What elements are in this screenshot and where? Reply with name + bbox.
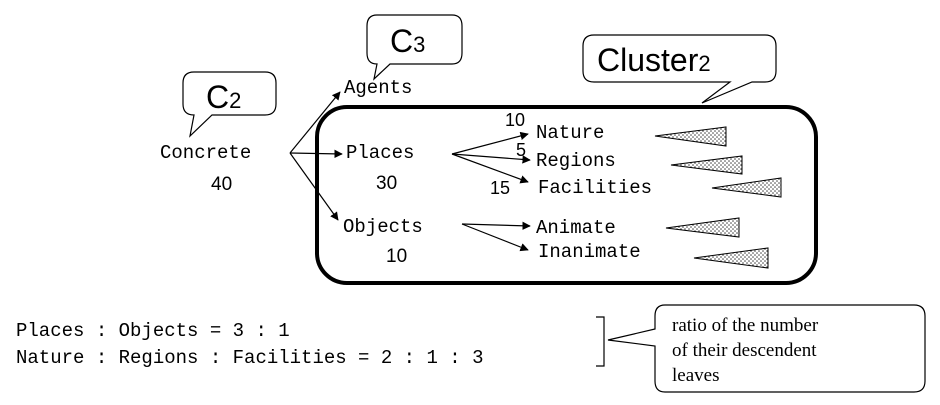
node-places-count: 30 [376,173,397,194]
wedge-animate [665,217,740,238]
leaf-animate: Animate [536,217,616,239]
svg-text:C3: C3 [390,23,425,59]
node-objects-count: 10 [386,246,407,267]
leaf-regions: Regions [536,150,616,172]
callout-c2: C2 [182,71,277,138]
ratio-bracket [596,316,605,367]
ratio-line-1: Places : Objects = 3 : 1 [16,320,290,342]
callout-cluster-main: Cluster [597,42,699,78]
edge-count-regions: 5 [516,140,526,160]
edge-objects-animate [461,221,531,230]
leaf-nature: Nature [536,122,604,144]
wedge-facilities [711,177,782,198]
edge-concrete-places [289,149,343,159]
edge-concrete-objects [289,152,339,221]
note-callout: ratio of the number of their descendent … [607,304,926,393]
ratio-line-2: Nature : Regions : Facilities = 2 : 1 : … [16,347,483,369]
wedge-inanimate [693,247,769,269]
callout-c2-sub: 2 [229,88,241,113]
callout-cluster-sub: 2 [698,51,710,76]
note-line-2: of their descendent [672,340,817,361]
callout-c3-sub: 3 [413,32,425,57]
callout-c3: C3 [366,14,463,81]
edge-objects-inanimate [461,223,529,252]
edge-places-regions [451,153,531,164]
leaf-wedges [654,126,782,269]
svg-text:Cluster2: Cluster2 [597,42,711,78]
leaf-facilities: Facilities [538,177,652,199]
edge-count-nature: 10 [505,110,525,130]
callout-cluster2: Cluster2 [582,34,777,104]
node-objects: Objects [343,216,423,238]
note-line-1: ratio of the number [672,315,819,336]
tree-edges [289,91,531,252]
cluster-box [315,105,818,285]
wedge-regions [670,155,743,175]
svg-text:C2: C2 [206,79,241,115]
wedge-nature [654,126,727,147]
node-places: Places [346,142,414,164]
note-line-3: leaves [672,365,719,386]
node-concrete-count: 40 [211,174,232,195]
edge-count-facilities: 15 [490,178,510,198]
node-concrete: Concrete [160,142,251,164]
leaf-inanimate: Inanimate [538,241,641,263]
callout-c2-main: C [206,79,229,115]
node-agents: Agents [344,77,412,99]
edge-places-nature [451,131,529,155]
edge-concrete-agents [289,91,341,154]
callout-c3-main: C [390,23,413,59]
edge-places-facilities [451,153,529,184]
